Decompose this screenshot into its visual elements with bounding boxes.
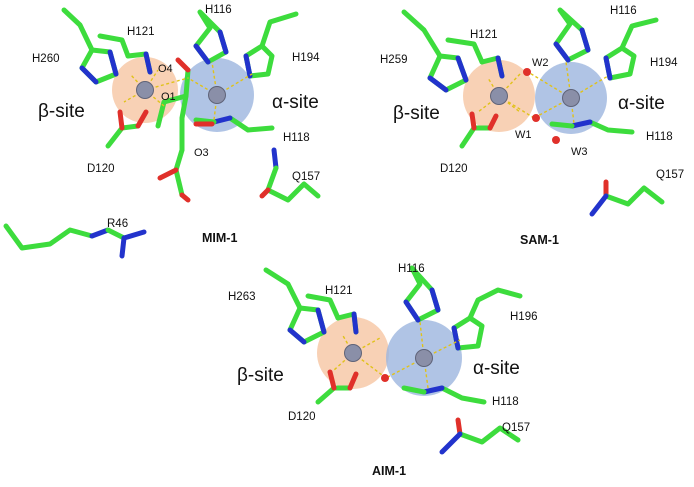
panel-mim-1: H121 H116 H260 H194 H118 D120 Q157 R46 O… bbox=[3, 4, 321, 259]
residue-stick-h194 bbox=[603, 17, 659, 81]
zinc-ion-beta bbox=[490, 87, 508, 105]
residue-stick-h260 bbox=[61, 7, 119, 85]
protein-name: SAM-1 bbox=[520, 233, 559, 247]
residue-label: Q157 bbox=[292, 171, 320, 183]
alpha-site-label: α-site bbox=[473, 358, 520, 379]
residue-label: H121 bbox=[325, 285, 353, 297]
residue-label: Q157 bbox=[502, 422, 530, 434]
beta-site-label: β-site bbox=[393, 103, 440, 124]
atom-label: O1 bbox=[161, 91, 176, 103]
protein-name: AIM-1 bbox=[372, 464, 406, 478]
alpha-site-label: α-site bbox=[272, 92, 319, 113]
coordination-bonds bbox=[477, 61, 609, 125]
alpha-site-label: α-site bbox=[618, 93, 665, 114]
residue-label: H260 bbox=[32, 53, 60, 65]
residue-label: H116 bbox=[205, 4, 232, 16]
residue-stick-h116 bbox=[403, 265, 441, 323]
residue-stick-h196 bbox=[451, 287, 523, 351]
residue-stick-h121 bbox=[445, 37, 505, 79]
residue-stick-h121 bbox=[305, 293, 359, 335]
zinc-ion-alpha bbox=[562, 89, 580, 107]
residue-label: H259 bbox=[380, 54, 408, 66]
atom-label: W3 bbox=[571, 146, 588, 158]
residue-stick-h194 bbox=[243, 11, 299, 79]
zinc-ion-alpha bbox=[415, 349, 433, 367]
coordination-bonds bbox=[333, 321, 461, 389]
residue-label: H118 bbox=[492, 396, 519, 408]
residue-label: H116 bbox=[398, 263, 425, 275]
coordination-bonds bbox=[123, 61, 253, 121]
residue-stick-q157 bbox=[259, 147, 321, 203]
residue-label: H121 bbox=[470, 29, 498, 41]
residue-label: H118 bbox=[283, 132, 310, 144]
residue-stick-h118 bbox=[401, 385, 487, 405]
zinc-ion-beta bbox=[344, 344, 362, 362]
residue-label: H263 bbox=[228, 291, 256, 303]
residue-label: H194 bbox=[650, 57, 678, 69]
residue-stick-h118 bbox=[549, 119, 635, 135]
panel-sam-1: H121 H116 H259 H194 H118 D120 Q157 W2 W1… bbox=[380, 5, 684, 247]
residue-label: H118 bbox=[646, 131, 673, 143]
residue-stick-q157 bbox=[589, 179, 665, 217]
residue-label: H121 bbox=[127, 26, 155, 38]
residue-label: H194 bbox=[292, 52, 320, 64]
residue-stick-h263 bbox=[263, 267, 327, 345]
panel-aim-1: H116 H263 H121 H196 H118 D120 Q157 β-sit… bbox=[228, 263, 538, 478]
beta-site-label: β-site bbox=[38, 101, 85, 122]
zinc-ion-alpha bbox=[208, 86, 226, 104]
atom-label: W2 bbox=[532, 57, 549, 69]
residue-label: H196 bbox=[510, 311, 538, 323]
residue-stick-r46 bbox=[3, 223, 147, 259]
residue-label: D120 bbox=[87, 163, 115, 175]
residue-label: D120 bbox=[288, 411, 316, 423]
residue-stick-d120 bbox=[459, 111, 499, 149]
residue-stick-h116 bbox=[193, 9, 229, 65]
residue-label: H116 bbox=[610, 5, 637, 17]
water-w2 bbox=[523, 68, 531, 76]
beta-site-label: β-site bbox=[237, 365, 284, 386]
residue-label: D120 bbox=[440, 163, 468, 175]
water-w1 bbox=[532, 114, 540, 122]
atom-label: O4 bbox=[158, 63, 173, 75]
residue-stick-h116 bbox=[553, 7, 591, 63]
bridging-water bbox=[381, 374, 389, 382]
ligand-stick bbox=[155, 57, 215, 203]
protein-name: MIM-1 bbox=[202, 231, 237, 245]
residue-stick-d120 bbox=[105, 109, 149, 149]
atom-label: O3 bbox=[194, 147, 209, 159]
residue-stick-h121 bbox=[97, 33, 153, 75]
residue-stick-q157 bbox=[439, 417, 521, 455]
residue-label: R46 bbox=[107, 218, 128, 230]
atom-label: W1 bbox=[515, 129, 532, 141]
residue-label: Q157 bbox=[656, 169, 684, 181]
water-w3 bbox=[552, 136, 560, 144]
residue-stick-h259 bbox=[401, 9, 469, 93]
residue-stick-d120 bbox=[315, 369, 359, 405]
zinc-ion-beta bbox=[136, 81, 154, 99]
